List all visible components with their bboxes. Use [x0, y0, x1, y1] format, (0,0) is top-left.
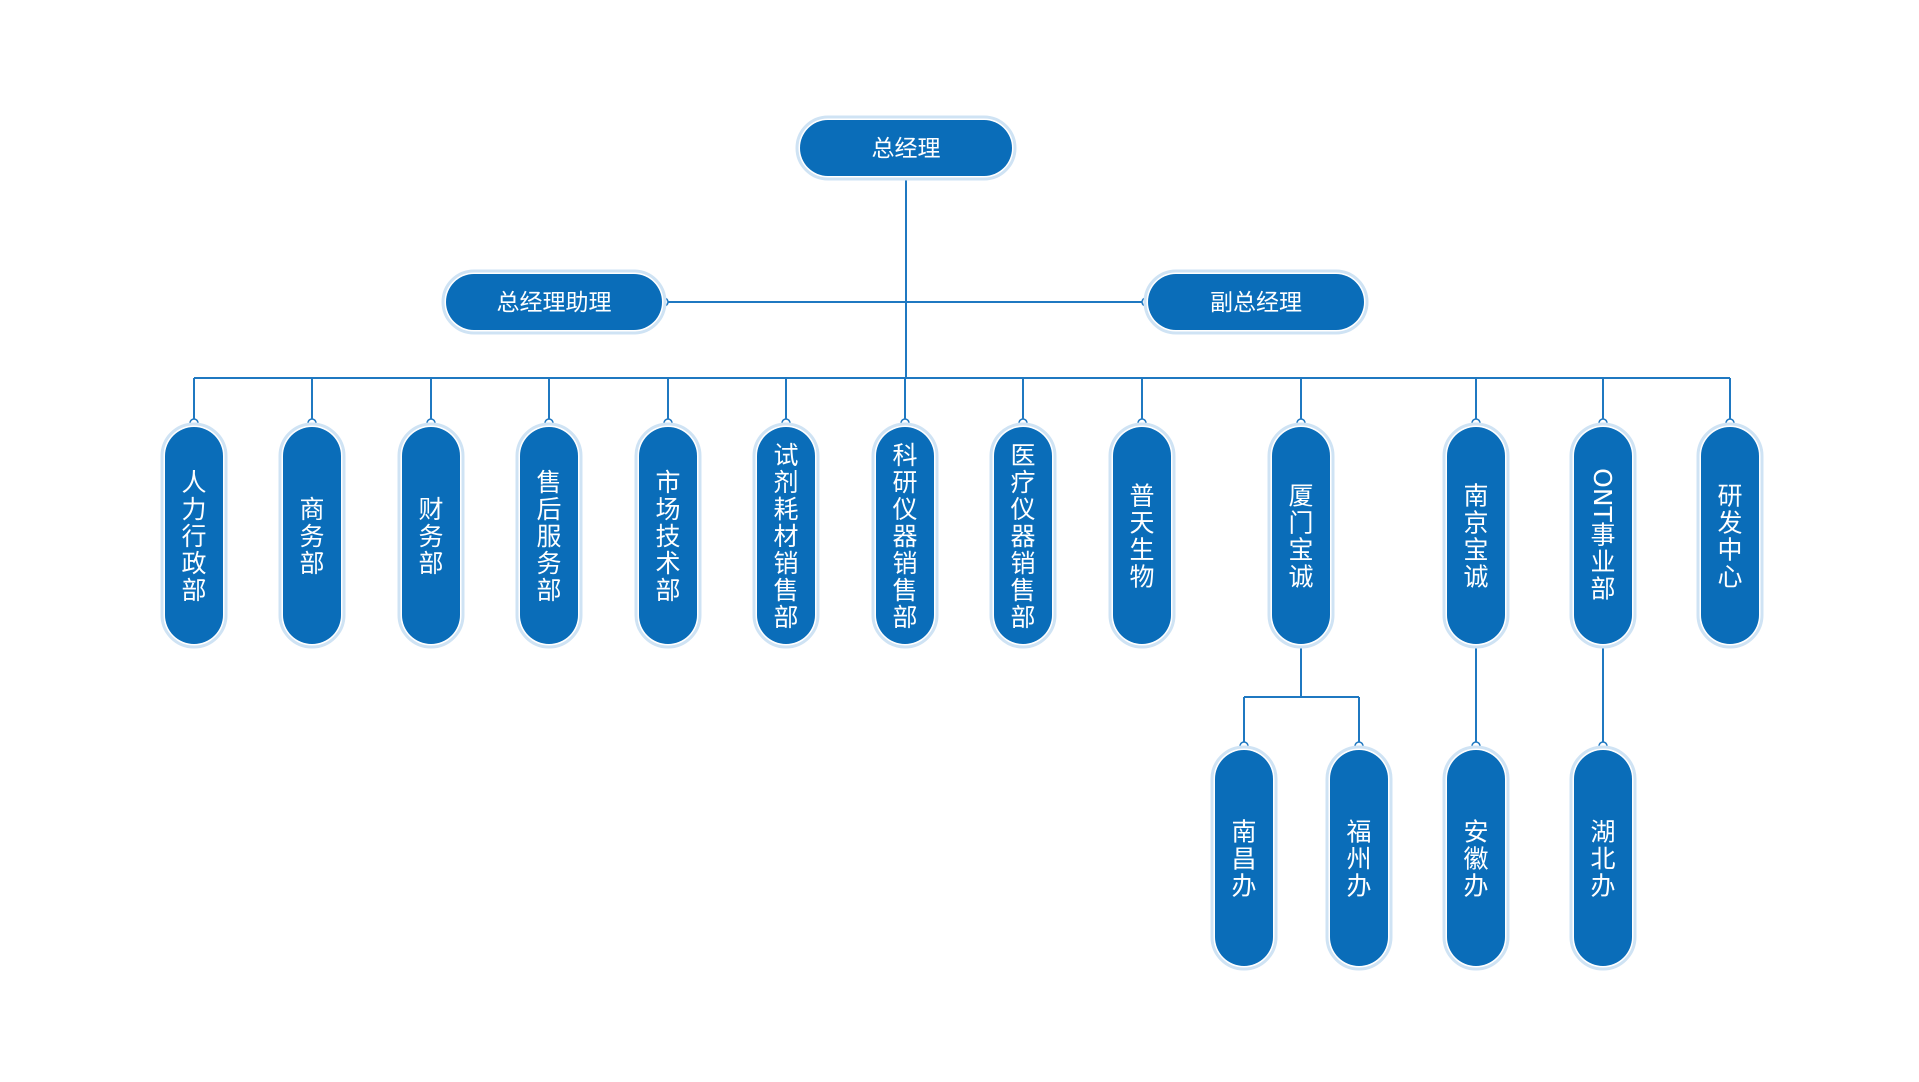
department-node-10: 南京宝诚 — [1442, 422, 1510, 649]
department-node-2-label: 财务部 — [418, 495, 443, 578]
department-node-0-label: 人力行政部 — [181, 468, 206, 605]
office-node-10-0: 安徽办 — [1442, 745, 1510, 971]
assistant-right-node: 副总经理 — [1143, 269, 1369, 335]
department-node-11-label: 事业部 — [1590, 521, 1615, 604]
department-node-0: 人力行政部 — [160, 422, 228, 649]
department-node-8-label: 普天生物 — [1129, 482, 1154, 592]
department-node-3: 售后服务部 — [515, 422, 583, 649]
office-node-9-1-label: 福州办 — [1346, 818, 1371, 901]
department-node-1: 商务部 — [278, 422, 346, 649]
office-node-11-0: 湖北办 — [1569, 745, 1637, 971]
department-node-1-label: 商务部 — [299, 495, 324, 578]
office-node-9-0-label: 南昌办 — [1231, 818, 1256, 901]
office-node-9-1: 福州办 — [1325, 745, 1393, 971]
office-node-11-0-label: 湖北办 — [1590, 818, 1615, 901]
department-node-9-label: 厦门宝诚 — [1288, 482, 1313, 592]
department-node-12-label: 研发中心 — [1717, 482, 1742, 592]
department-node-6: 科研仪器销售部 — [871, 422, 939, 649]
assistant-left-node-label: 总经理助理 — [497, 290, 612, 316]
department-node-7-label: 医疗仪器销售部 — [1010, 441, 1035, 632]
root-node: 总经理 — [795, 115, 1017, 181]
department-node-7: 医疗仪器销售部 — [989, 422, 1057, 649]
office-node-10-0-label: 安徽办 — [1463, 818, 1488, 901]
department-node-2: 财务部 — [397, 422, 465, 649]
assistant-left-node: 总经理助理 — [441, 269, 667, 335]
assistant-right-node-label: 副总经理 — [1210, 290, 1302, 316]
department-node-9: 厦门宝诚 — [1267, 422, 1335, 649]
department-node-4: 市场技术部 — [634, 422, 702, 649]
department-node-11-latin-part: ONT — [1588, 468, 1617, 522]
department-node-5: 试剂耗材销售部 — [752, 422, 820, 649]
department-node-12: 研发中心 — [1696, 422, 1764, 649]
department-node-4-label: 市场技术部 — [655, 468, 680, 605]
department-node-8: 普天生物 — [1108, 422, 1176, 649]
department-node-3-label: 售后服务部 — [536, 468, 561, 605]
department-node-5-label: 试剂耗材销售部 — [773, 441, 798, 632]
department-node-6-label: 科研仪器销售部 — [892, 441, 917, 632]
department-node-10-label: 南京宝诚 — [1463, 482, 1488, 592]
office-node-9-0: 南昌办 — [1210, 745, 1278, 971]
root-node-label: 总经理 — [872, 136, 941, 162]
